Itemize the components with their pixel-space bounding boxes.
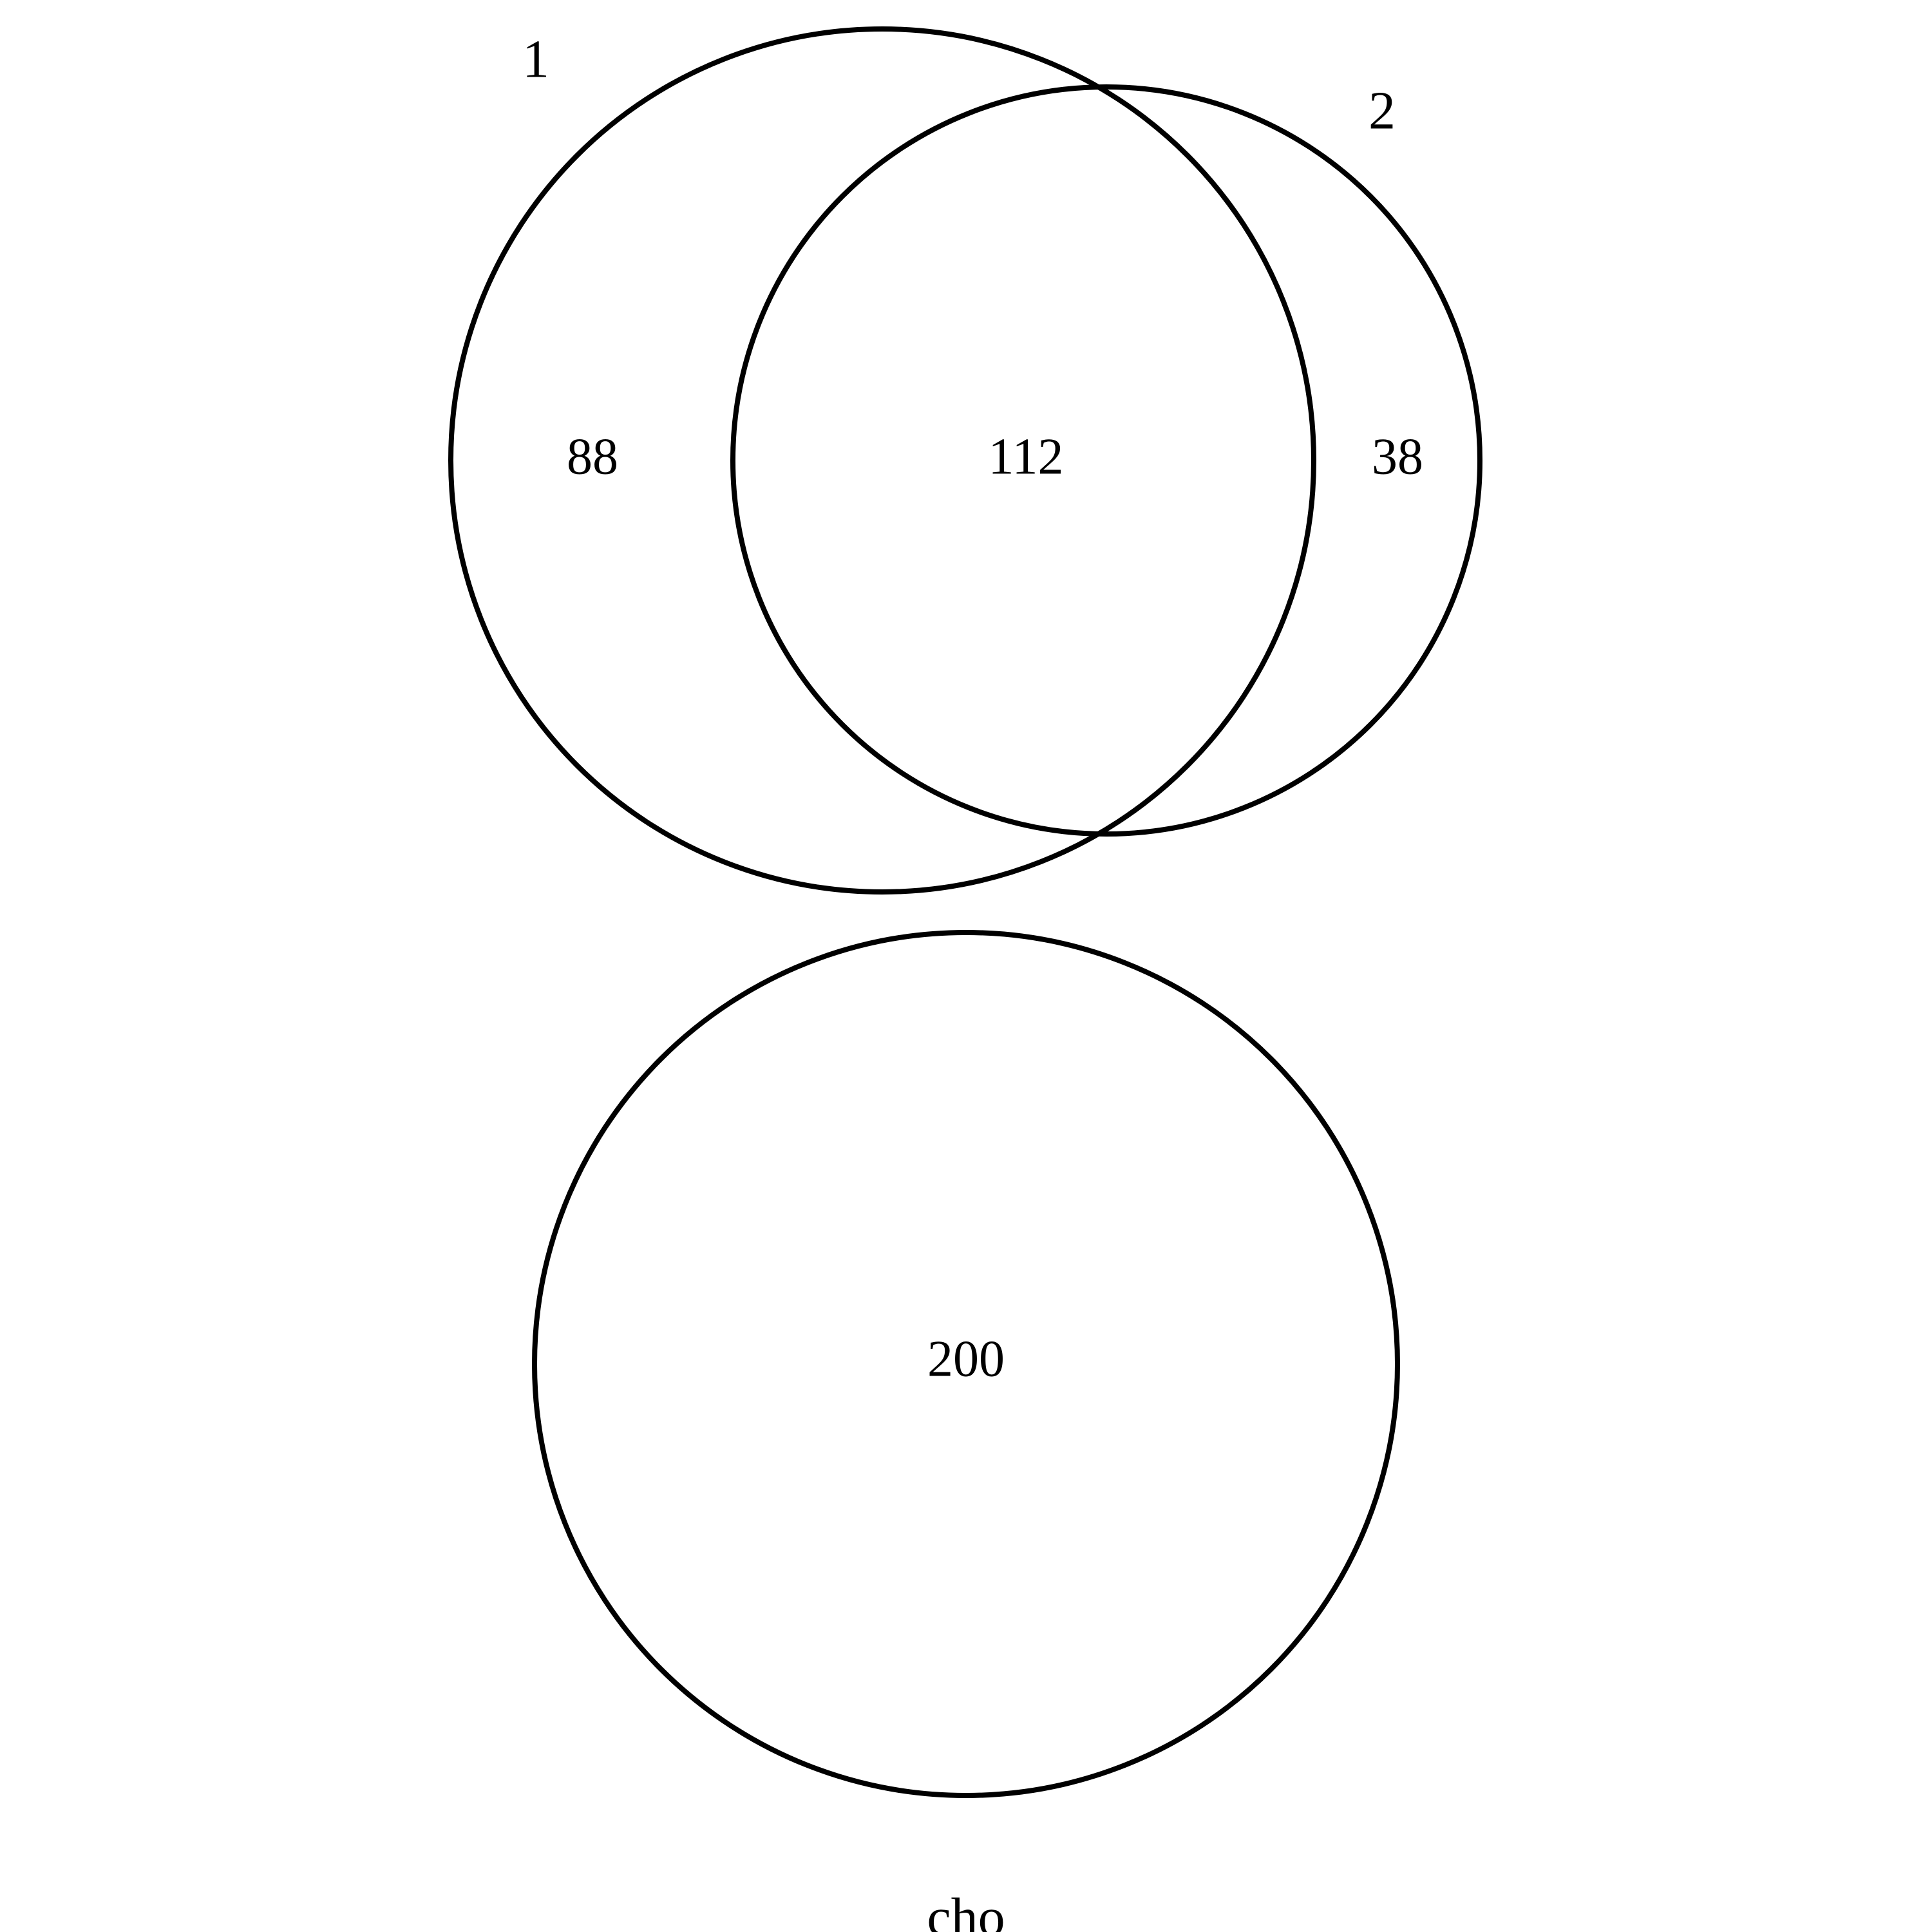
- set-2-circle: [730, 84, 1482, 837]
- region-set2-only-count: 38: [1372, 428, 1423, 485]
- set-cho-circle: [532, 930, 1400, 1798]
- region-set1-only-count: 88: [567, 428, 618, 485]
- set-2-label: 2: [1368, 80, 1396, 140]
- set-cho-label: cho: [927, 1887, 1005, 1932]
- region-set1-set2-count: 112: [988, 428, 1063, 485]
- region-cho-only-count: 200: [927, 1331, 1005, 1387]
- set-1-label: 1: [522, 29, 549, 89]
- set-1-circle: [448, 26, 1316, 895]
